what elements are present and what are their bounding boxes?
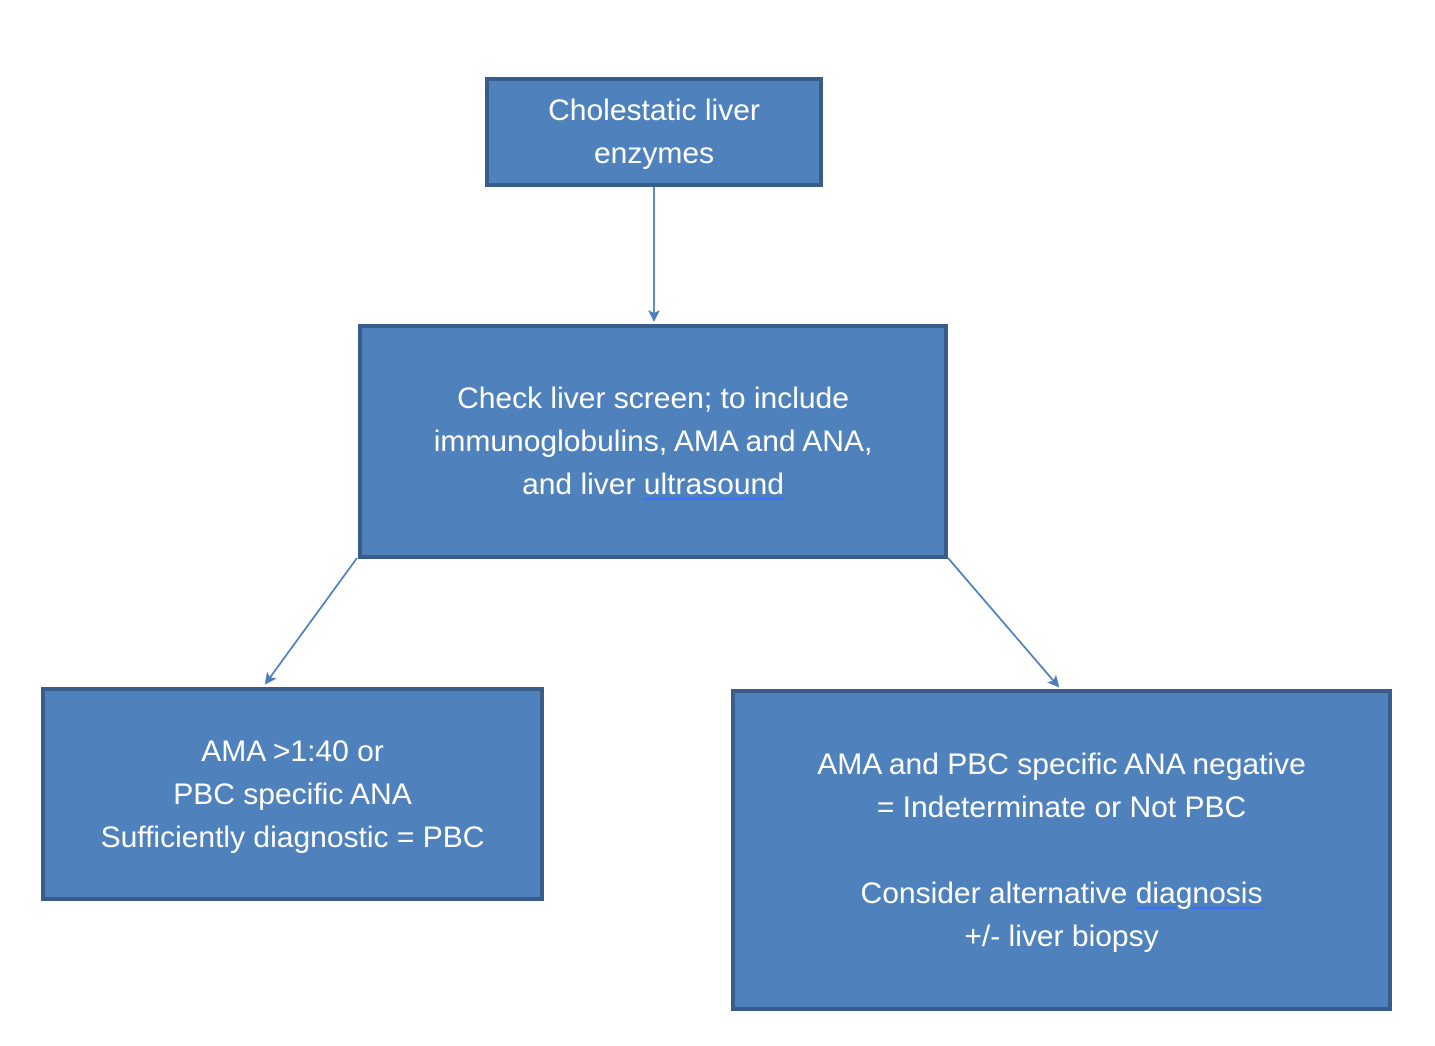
underlined-word-ultrasound: ultrasound <box>643 468 784 501</box>
underlined-word-diagnosis: diagnosis <box>1135 876 1263 910</box>
node-text-line: immunoglobulins, AMA and ANA, <box>433 425 873 458</box>
node-indeterminate-or-not-pbc: AMA and PBC specific ANA negative = Inde… <box>731 689 1392 1011</box>
node-text-line: = Indeterminate or Not PBC <box>876 790 1247 824</box>
node-text-line: PBC specific ANA <box>173 777 412 811</box>
node-text-line: Cholestatic liver <box>548 94 760 127</box>
node-text-fragment: Consider alternative <box>860 876 1136 910</box>
node-blank-line <box>817 829 1306 872</box>
node-text-fragment: and liver <box>522 468 644 501</box>
node-text-line: +/- liver biopsy <box>964 919 1159 953</box>
arrow-screen-to-not-pbc <box>947 557 1060 688</box>
node-cholestatic-liver-enzymes: Cholestatic liver enzymes <box>485 77 823 187</box>
node-text-line-with-underline: Consider alternative diagnosis <box>817 872 1306 915</box>
node-text-line: enzymes <box>593 137 715 170</box>
node-pbc-diagnostic: AMA >1:40 or PBC specific ANA Sufficient… <box>41 687 544 901</box>
arrow-screen-to-pbc <box>264 557 358 685</box>
node-text-line-with-underline: and liver ultrasound <box>434 463 873 506</box>
node-text-line: AMA and PBC specific ANA negative <box>817 747 1306 781</box>
node-check-liver-screen: Check liver screen; to include immunoglo… <box>358 324 948 559</box>
node-text-line: Sufficiently diagnostic = PBC <box>100 820 485 854</box>
node-text-line: AMA >1:40 or <box>201 734 384 768</box>
node-text-line: Check liver screen; to include <box>457 382 849 415</box>
